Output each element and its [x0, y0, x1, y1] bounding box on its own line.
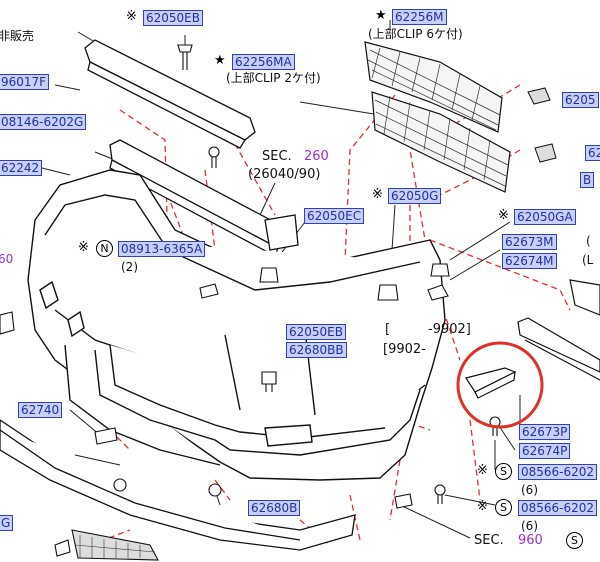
part-number-62680b[interactable]: 62680B — [248, 500, 301, 516]
s-circle-icon: S — [566, 532, 583, 549]
kome-mark: ※ — [126, 9, 137, 24]
kome-mark: ※ — [477, 499, 488, 514]
part-number-96017f[interactable]: 96017F — [0, 74, 50, 90]
kome-mark: ※ — [372, 187, 383, 202]
right-partial-b[interactable]: B — [580, 172, 595, 188]
part-number-08566-6202-b[interactable]: 08566-6202 — [518, 500, 598, 516]
part-number-6205-partial[interactable]: 6205 — [562, 92, 599, 108]
note-2-clip: (上部CLIP 2ケ付) — [226, 71, 321, 85]
part-number-62673p[interactable]: 62673P — [519, 424, 571, 440]
right-edge-clips — [527, 87, 557, 163]
right-partial-paren-a: ( — [586, 234, 591, 248]
sec-260-prefix: SEC. — [262, 149, 292, 164]
front-grille-part — [364, 41, 511, 193]
sec-960-prefix: SEC. — [474, 533, 504, 548]
sec-960-number[interactable]: 960 — [518, 533, 543, 548]
s-circle-icon: S — [495, 463, 512, 480]
part-number-62050g[interactable]: 62050G — [388, 188, 442, 204]
part-number-08566-6202-a[interactable]: 08566-6202 — [518, 464, 598, 480]
left-partial-g[interactable]: G — [0, 515, 14, 531]
right-partial-paren-b: (L — [582, 253, 594, 267]
part-number-62674p[interactable]: 62674P — [519, 443, 571, 459]
fasteners — [0, 44, 501, 557]
range-open-bracket: [ — [385, 322, 391, 337]
part-number-62242[interactable]: 62242 — [0, 160, 43, 176]
sec-260-number[interactable]: 260 — [304, 149, 329, 164]
part-number-62256ma[interactable]: 62256MA — [232, 54, 295, 70]
part-number-08146-6202g[interactable]: 08146-6202G — [0, 114, 87, 130]
part-number-62674m[interactable]: 62674M — [502, 253, 557, 269]
qty-08566-a: (6) — [521, 483, 538, 497]
highlight-circle — [456, 341, 544, 429]
part-number-62050ga[interactable]: 62050GA — [514, 209, 576, 225]
part-number-62050eb-mid[interactable]: 62050EB — [286, 324, 346, 340]
upper-stay-part — [84, 39, 256, 149]
part-number-62050eb[interactable]: 62050EB — [143, 10, 203, 26]
star-mark: ★ — [214, 53, 226, 68]
part-number-62673m[interactable]: 62673M — [502, 234, 557, 250]
part-number-62-partial[interactable]: 62 — [585, 145, 600, 161]
part-number-62050ec[interactable]: 62050EC — [304, 208, 365, 224]
lower-lip-part — [0, 419, 356, 551]
part-number-08913-6365a[interactable]: 08913-6365A — [118, 241, 206, 257]
range-to-9902: -9902] — [428, 322, 471, 337]
s-circle-icon: S — [495, 499, 512, 516]
kome-mark: ※ — [498, 208, 509, 223]
left-partial-60: 60 — [0, 252, 14, 266]
reinforcement-bar-part — [109, 139, 299, 257]
range-from-9902: [9902- — [383, 342, 426, 357]
kome-mark: ※ — [78, 240, 89, 255]
qty-08913: (2) — [121, 260, 138, 274]
part-number-62740[interactable]: 62740 — [18, 402, 63, 418]
bracket-62673p-part — [465, 367, 517, 399]
side-duct-part — [517, 279, 600, 381]
note-non-sale: 非販売 — [0, 29, 35, 43]
lower-mesh-part — [71, 529, 159, 561]
part-number-62680bb[interactable]: 62680BB — [286, 342, 347, 358]
note-6-clip: (上部CLIP 6ケ付) — [368, 27, 463, 41]
qty-08566-b: (6) — [521, 519, 538, 533]
n-circle-icon: N — [96, 240, 113, 257]
kome-mark: ※ — [477, 463, 488, 478]
star-mark: ★ — [375, 8, 387, 23]
part-number-62256m[interactable]: 62256M — [392, 9, 447, 25]
sec-260-subref: (26040/90) — [248, 167, 321, 182]
